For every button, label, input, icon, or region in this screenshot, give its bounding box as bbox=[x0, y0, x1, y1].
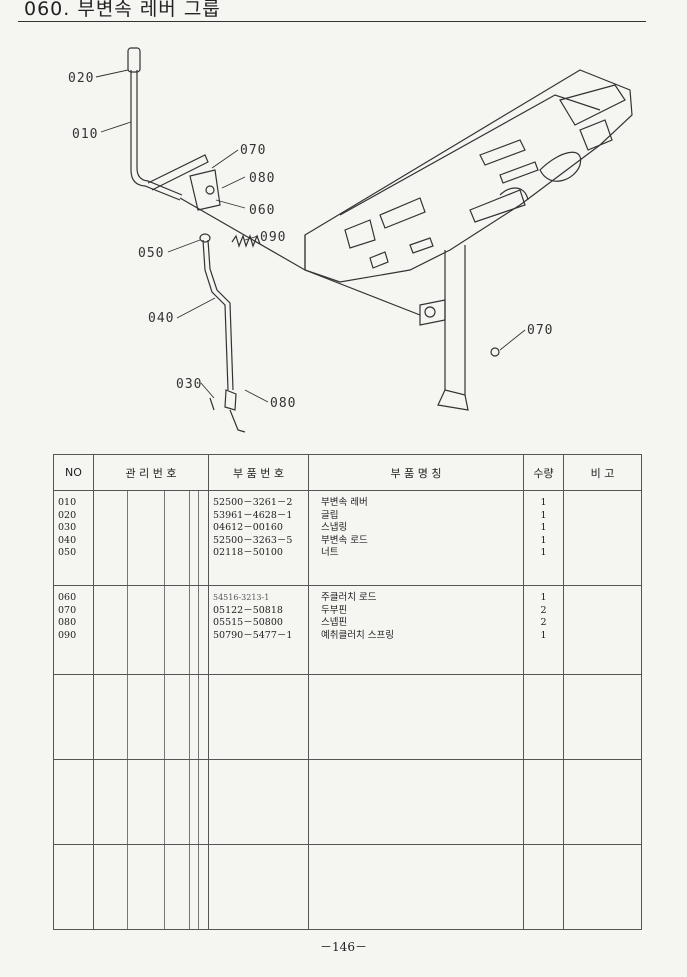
page-title: 060. 부변속 레버 그룹 bbox=[24, 0, 221, 20]
callout-070: 070 bbox=[240, 143, 266, 158]
col-partno-header: 부 품 번 호 bbox=[208, 454, 309, 491]
callout-050: 050 bbox=[138, 246, 164, 261]
no-cell: 010 020 030 040 050 bbox=[53, 490, 94, 586]
qty-cell: 1 1 1 1 1 bbox=[523, 490, 564, 586]
frame-assembly bbox=[304, 69, 633, 411]
parts-table: NO 관 리 번 호 부 품 번 호 부 품 명 칭 수량 비 고 010 02… bbox=[53, 454, 642, 930]
callout-030: 070 bbox=[527, 323, 553, 338]
table-row-group: 010 020 030 040 050 52500－3261－2 53961－4… bbox=[53, 490, 642, 586]
partname-cell: 주클러치 로드 두부핀 스넵핀 예취클러치 스프링 bbox=[308, 585, 524, 675]
partname-cell: 부변속 레버 글립 스냅링 부변속 로드 너트 bbox=[308, 490, 524, 586]
no-cell: 060 070 080 090 bbox=[53, 585, 94, 675]
shift-lever bbox=[127, 47, 221, 211]
exploded-parts-diagram: 020 010 070 080 060 090 050 040 030 080 … bbox=[68, 47, 633, 433]
mgmt-cell bbox=[93, 585, 209, 675]
table-row-group: 060 070 080 090 54516-3213-1 05122－50818… bbox=[53, 585, 642, 675]
callout-010: 010 bbox=[72, 127, 98, 142]
title-rule bbox=[18, 21, 646, 22]
table-row-empty bbox=[53, 674, 642, 760]
col-mgmt-header: 관 리 번 호 bbox=[93, 454, 209, 491]
page-number: －146－ bbox=[320, 940, 367, 954]
col-partname-header: 부 품 명 칭 bbox=[308, 454, 524, 491]
col-remark-header: 비 고 bbox=[563, 454, 642, 491]
callout-060: 060 bbox=[249, 203, 275, 218]
table-row-empty bbox=[53, 759, 642, 845]
callout-020: 020 bbox=[68, 71, 94, 86]
spring bbox=[231, 234, 261, 248]
table-header-row: NO 관 리 번 호 부 품 번 호 부 품 명 칭 수량 비 고 bbox=[53, 454, 642, 491]
partno-cell: 52500－3261－2 53961－4628－1 04612－00160 52… bbox=[208, 490, 309, 586]
callout-070-lower: 080 bbox=[270, 396, 296, 411]
remark-cell bbox=[563, 490, 642, 586]
table-row-empty bbox=[53, 844, 642, 930]
partno-cell: 54516-3213-1 05122－50818 05515－50800 507… bbox=[208, 585, 309, 675]
remark-cell bbox=[563, 585, 642, 675]
callout-040: 040 bbox=[148, 311, 174, 326]
callout-090: 090 bbox=[260, 230, 286, 245]
callout-080-lower: 030 bbox=[176, 377, 202, 392]
callout-080: 080 bbox=[249, 171, 275, 186]
col-qty-header: 수량 bbox=[523, 454, 564, 491]
shift-rod bbox=[199, 233, 246, 433]
mgmt-cell bbox=[93, 490, 209, 586]
col-no-header: NO bbox=[53, 454, 94, 491]
qty-cell: 1 2 2 1 bbox=[523, 585, 564, 675]
